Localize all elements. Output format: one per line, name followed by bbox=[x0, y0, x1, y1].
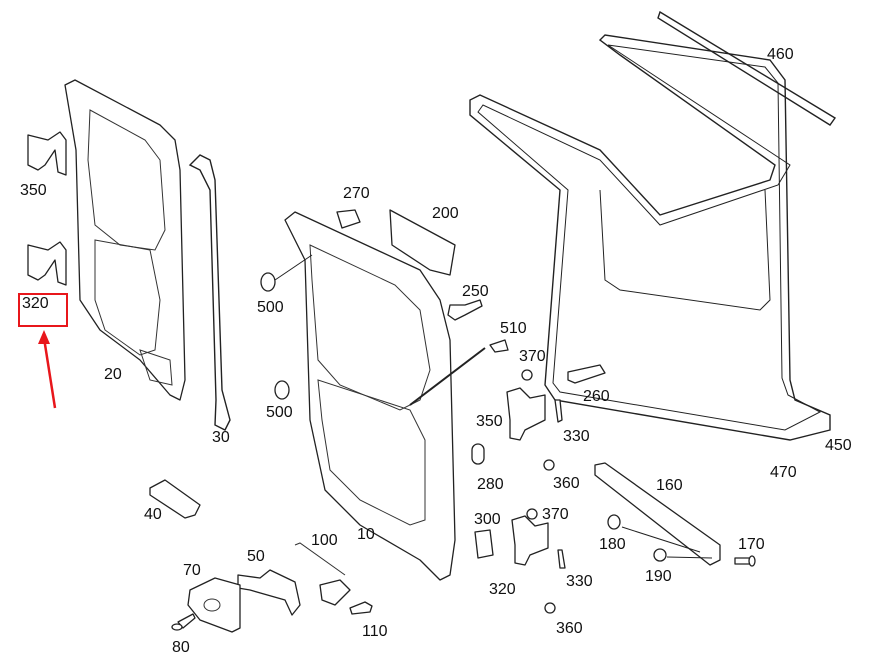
plate-280 bbox=[471, 443, 485, 465]
highlight-arrow bbox=[38, 330, 57, 409]
handle-200 bbox=[389, 209, 456, 276]
label-100[interactable]: 100 bbox=[311, 532, 338, 549]
label-370[interactable]: 370 bbox=[519, 348, 546, 365]
hinge-350-right bbox=[506, 369, 563, 471]
rod-100 bbox=[294, 542, 351, 606]
label-450[interactable]: 450 bbox=[825, 437, 852, 454]
handle-70 bbox=[187, 577, 241, 633]
label-510[interactable]: 510 bbox=[500, 320, 527, 337]
screw-170 bbox=[734, 555, 756, 567]
label-70[interactable]: 70 bbox=[183, 562, 201, 579]
bracket-50 bbox=[237, 569, 301, 616]
label-320-highlighted[interactable]: 320 bbox=[22, 295, 49, 312]
label-30[interactable]: 30 bbox=[212, 429, 230, 446]
hinge-320-left bbox=[27, 241, 67, 286]
label-500[interactable]: 500 bbox=[257, 299, 284, 316]
label-50[interactable]: 50 bbox=[247, 548, 265, 565]
light-160 bbox=[594, 462, 721, 566]
plate-300 bbox=[474, 529, 494, 559]
label-160[interactable]: 160 bbox=[656, 477, 683, 494]
label-80[interactable]: 80 bbox=[172, 639, 190, 656]
lever-250 bbox=[447, 299, 483, 321]
label-250[interactable]: 250 bbox=[462, 283, 489, 300]
bumper-40 bbox=[149, 479, 201, 519]
label-200[interactable]: 200 bbox=[432, 205, 459, 222]
hinge-350-left bbox=[27, 131, 67, 176]
screw-80 bbox=[171, 613, 196, 631]
label-350[interactable]: 350 bbox=[20, 182, 47, 199]
label-180[interactable]: 180 bbox=[599, 536, 626, 553]
label-260[interactable]: 260 bbox=[583, 388, 610, 405]
label-460[interactable]: 460 bbox=[767, 46, 794, 63]
label-270[interactable]: 270 bbox=[343, 185, 370, 202]
label-500[interactable]: 500 bbox=[266, 404, 293, 421]
pad-270 bbox=[336, 209, 361, 229]
label-360[interactable]: 360 bbox=[556, 620, 583, 637]
label-280[interactable]: 280 bbox=[477, 476, 504, 493]
screw-110 bbox=[349, 601, 373, 615]
label-370[interactable]: 370 bbox=[542, 506, 569, 523]
label-300[interactable]: 300 bbox=[474, 511, 501, 528]
grommet-500b bbox=[274, 380, 290, 400]
label-330[interactable]: 330 bbox=[566, 573, 593, 590]
label-40[interactable]: 40 bbox=[144, 506, 162, 523]
label-350[interactable]: 350 bbox=[476, 413, 503, 430]
label-20[interactable]: 20 bbox=[104, 366, 122, 383]
grommet-500a bbox=[260, 254, 313, 292]
label-330[interactable]: 330 bbox=[563, 428, 590, 445]
door-shell-20 bbox=[64, 79, 186, 401]
seal-30 bbox=[188, 154, 231, 431]
bulb-180 bbox=[607, 514, 701, 553]
socket-190 bbox=[653, 548, 713, 562]
handle-260 bbox=[567, 364, 606, 384]
pad-510 bbox=[409, 339, 509, 406]
door-seal-450-470 bbox=[469, 34, 831, 441]
label-110[interactable]: 110 bbox=[362, 623, 388, 640]
label-320[interactable]: 320 bbox=[489, 581, 516, 598]
hinge-320-right bbox=[511, 508, 566, 614]
roof-strip-460 bbox=[657, 10, 837, 126]
label-170[interactable]: 170 bbox=[738, 536, 765, 553]
label-10[interactable]: 10 bbox=[357, 526, 375, 543]
label-470[interactable]: 470 bbox=[770, 464, 797, 481]
label-190[interactable]: 190 bbox=[645, 568, 672, 585]
highlight-box bbox=[18, 293, 68, 327]
label-360[interactable]: 360 bbox=[553, 475, 580, 492]
